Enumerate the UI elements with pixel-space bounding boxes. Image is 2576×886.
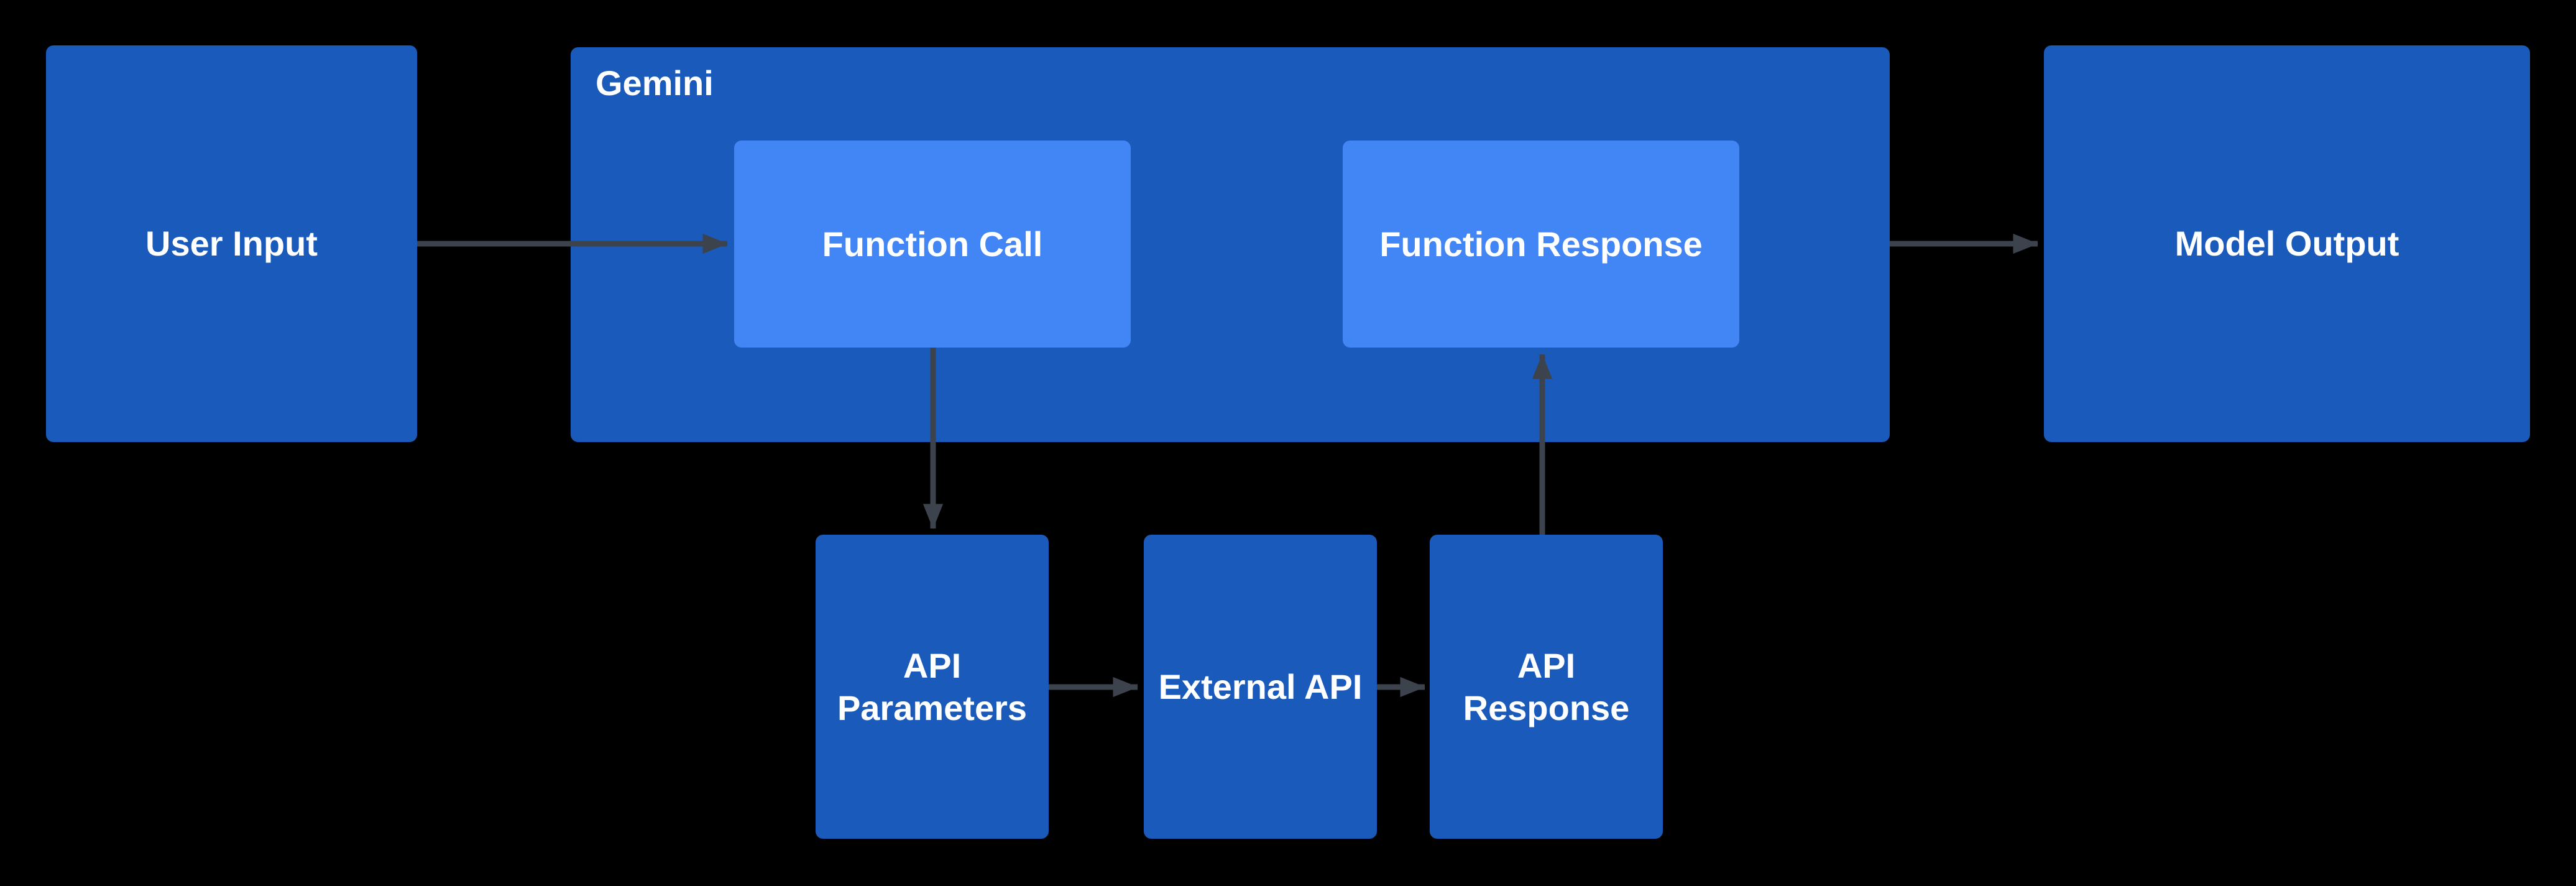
- node-api-parameters: API Parameters: [816, 535, 1049, 839]
- node-model-output: Model Output: [2044, 45, 2530, 442]
- node-api-response: API Response: [1430, 535, 1663, 839]
- node-user-input-label: User Input: [145, 224, 318, 263]
- node-model-output-label: Model Output: [2174, 224, 2399, 263]
- node-function-response-label: Function Response: [1379, 224, 1703, 264]
- node-function-response: Function Response: [1343, 141, 1739, 348]
- node-function-call: Function Call: [734, 141, 1131, 348]
- node-external-api-label: External API: [1158, 667, 1363, 706]
- gemini-group-label: Gemini: [596, 63, 714, 103]
- node-external-api: External API: [1144, 535, 1377, 839]
- node-api-response-label: API Response: [1463, 645, 1630, 727]
- node-user-input: User Input: [46, 45, 417, 442]
- node-api-parameters-label: API Parameters: [837, 645, 1028, 727]
- gemini-group: Gemini Function Call Function Response: [571, 47, 1890, 442]
- node-function-call-label: Function Call: [822, 224, 1043, 264]
